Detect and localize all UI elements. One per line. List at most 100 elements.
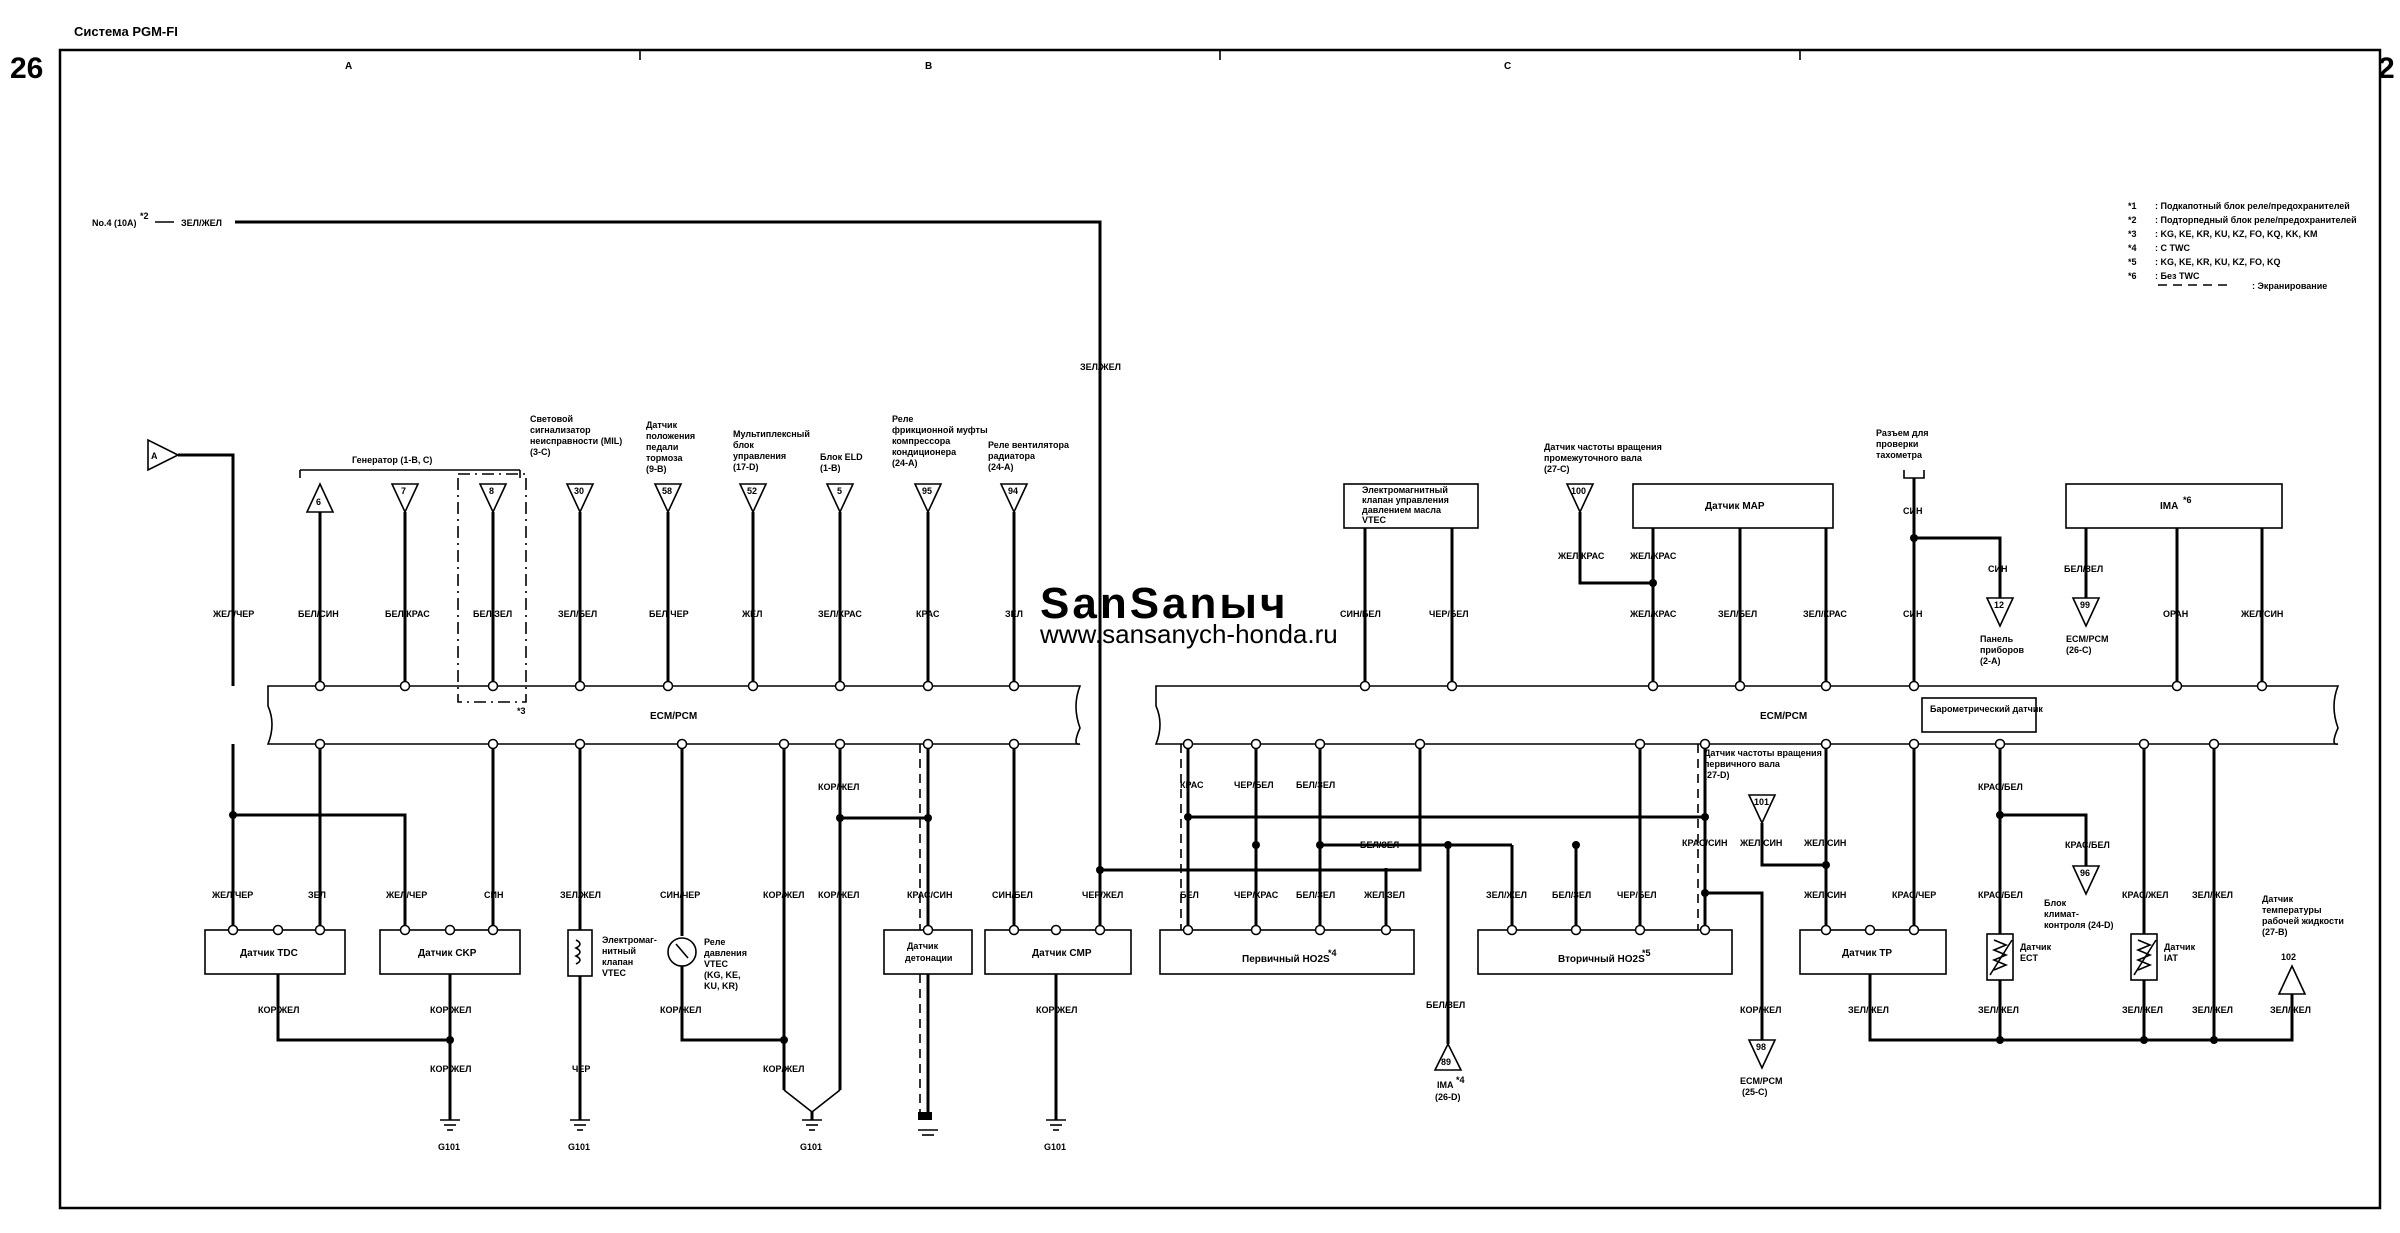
wire-label: КОР/ЖЕЛ (430, 1005, 471, 1015)
svg-text:фрикционной муфты: фрикционной муфты (892, 425, 988, 435)
wire-label: ЗЕЛ (1005, 609, 1023, 619)
wire-label: СИН (1903, 506, 1922, 516)
svg-text:блок: блок (733, 440, 754, 450)
terminal-pin (662, 680, 674, 692)
splice (780, 1036, 788, 1044)
ground-label: G101 (1044, 1142, 1066, 1152)
map-sensor-label: Датчик MAP (1705, 501, 1765, 512)
ima-ref: *6 (2183, 495, 2192, 505)
legend-text: : KG, KE, KR, KU, KZ, FO, KQ (2155, 257, 2281, 267)
wire-label: ЖЕЛ/ЧЕР (211, 890, 253, 900)
terminal-pin (1182, 738, 1194, 750)
ground-symbol (440, 1119, 460, 1131)
knock-sensor-box (883, 929, 973, 975)
svg-text:(17-D): (17-D) (733, 462, 759, 472)
svg-text:давления: давления (704, 948, 747, 958)
terminal-pin (574, 680, 586, 692)
wire-label: КРАС/БЕЛ (1978, 782, 2023, 792)
svg-text:(27-C): (27-C) (1544, 464, 1570, 474)
wire-label: ЖЕЛ/КРАС (1629, 551, 1677, 561)
wire-label: ЧЕР/КРАС (1234, 890, 1279, 900)
svg-text:неисправности (MIL): неисправности (MIL) (530, 436, 622, 446)
splice (2210, 1036, 2218, 1044)
svg-text:первичного вала: первичного вала (1704, 759, 1781, 769)
wire-label: ЖЕЛ/ЧЕР (212, 609, 254, 619)
knock-sensor-label: Датчик (907, 941, 939, 951)
coolant-caption: Датчик (2262, 894, 2294, 904)
connector-number: 58 (662, 486, 672, 496)
map-sensor-box (1632, 483, 1834, 529)
wire-label: ЧЕР/ЖЕЛ (1082, 890, 1123, 900)
primary-ho2s-label: Первичный HO2S (1242, 954, 1330, 965)
page-number-left: 26 (10, 52, 43, 85)
connector-number: 100 (1571, 486, 1586, 496)
wire-label: КРАС/СИН (907, 890, 952, 900)
terminal-pin (1414, 738, 1426, 750)
ecm-pins-bottom (314, 738, 2220, 750)
wire-label: КРАС/СИН (1682, 838, 1727, 848)
page-number-right: 2 (2378, 52, 2395, 85)
vtec-oil-valve-caption: Электромагнитный (1362, 485, 1448, 495)
wire-label: ЗЕЛ/ЖЕЛ (2192, 1005, 2233, 1015)
terminal-pin (1050, 924, 1062, 936)
fuse-ref: *2 (140, 211, 149, 221)
svg-text:VTEC: VTEC (602, 968, 627, 978)
terminal-pin (1182, 924, 1194, 936)
svg-text:компрессора: компрессора (892, 436, 951, 446)
connector-number: 7 (401, 486, 406, 496)
wire-label: ЗЕЛ (308, 890, 326, 900)
thermistor-icon (2135, 939, 2153, 971)
ecm-pcm-left: ECM/PCM (266, 685, 1082, 745)
svg-text:тормоза: тормоза (646, 453, 683, 463)
svg-text:KU, KR): KU, KR) (704, 981, 738, 991)
terminal-pin (1446, 680, 1458, 692)
tacho-caption: Разъем для (1876, 428, 1929, 438)
ground-label: G101 (568, 1142, 590, 1152)
terminal-pin (1734, 680, 1746, 692)
legend-shield-text: : Экранирование (2252, 281, 2327, 291)
svg-text:промежуточного вала: промежуточного вала (1544, 453, 1643, 463)
connector-number: 89 (1441, 1057, 1451, 1067)
wire-label: КРАС/БЕЛ (1978, 890, 2023, 900)
device-pins (227, 924, 1920, 936)
terminal-pin (487, 738, 499, 750)
ecm-body (1154, 685, 2340, 745)
wire (178, 453, 235, 686)
svg-text:рабочей жидкости: рабочей жидкости (2262, 916, 2344, 926)
panel-caption: Панель (1980, 634, 2014, 644)
svg-text:кондиционера: кондиционера (892, 447, 957, 457)
ecm-25c-caption: ECM/PCM (1740, 1076, 1783, 1086)
wire-label: ЧЕР/БЕЛ (1429, 609, 1469, 619)
connector-triangle (2071, 597, 2101, 628)
primary-ho2s-box (1159, 929, 1415, 975)
terminal-pin (778, 738, 790, 750)
connector-triangle (1985, 597, 2015, 628)
terminal-pin (1380, 924, 1392, 936)
ima-bottom-caption: IMA (1437, 1080, 1454, 1090)
connector-triangle (478, 483, 508, 514)
wire-label: ЗЕЛ/ЖЕЛ (1848, 1005, 1889, 1015)
ckp-sensor-box (379, 929, 521, 975)
svg-text:(9-B): (9-B) (646, 464, 667, 474)
wire-label: СИН/БЕЛ (992, 890, 1033, 900)
svg-text:проверки: проверки (1876, 439, 1918, 449)
connector-number: 12 (1994, 600, 2004, 610)
mux-caption: Мультиплексный (733, 429, 810, 439)
connector-triangle (2071, 865, 2101, 896)
svg-text:(27-B): (27-B) (2262, 927, 2288, 937)
terminal-pin (1506, 924, 1518, 936)
wire-label: БЕЛ/КРАС (385, 609, 430, 619)
splice (924, 814, 932, 822)
svg-text:IAT: IAT (2164, 953, 2178, 963)
connector-number: 102 (2281, 952, 2296, 962)
splice (1996, 1036, 2004, 1044)
connector-number: 95 (922, 486, 932, 496)
terminal-pin (1908, 680, 1920, 692)
wire-label: СИН (484, 890, 503, 900)
wire-label: ЗЕЛ/БЕЛ (1718, 609, 1757, 619)
svg-text:(24-A): (24-A) (892, 458, 918, 468)
legend: *1 : Подкапотный блок реле/предохранител… (2128, 201, 2357, 291)
terminal-pin (1008, 738, 1020, 750)
splice (1649, 579, 1657, 587)
